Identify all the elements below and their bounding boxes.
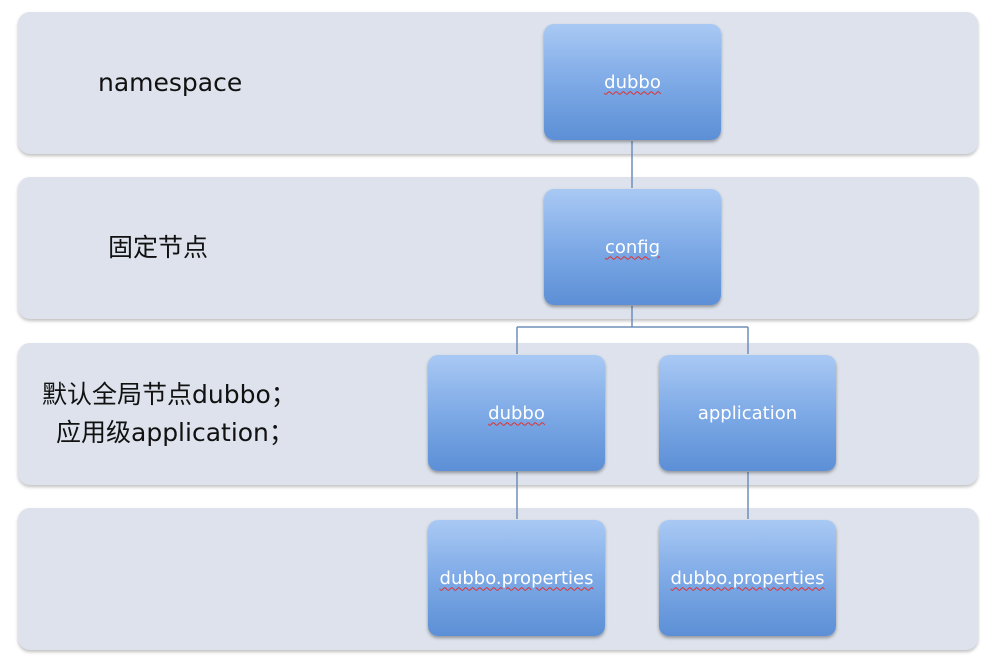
app-node-line: 应用级application； xyxy=(56,418,294,447)
dubbo-properties-global-node: dubbo.properties xyxy=(428,520,605,636)
global-app-node-label: 默认全局节点dubbo； 应用级application； xyxy=(42,376,296,452)
namespace-band xyxy=(18,12,978,154)
application-node-label: application xyxy=(697,402,798,424)
fixed-node-band xyxy=(18,177,978,319)
dubbo-global-node: dubbo xyxy=(428,355,605,471)
global-node-line: 默认全局节点dubbo； xyxy=(42,380,296,409)
dubbo-properties-app-node-label: dubbo.properties xyxy=(670,567,825,589)
dubbo-root-node-label: dubbo xyxy=(604,71,661,93)
namespace-label: namespace xyxy=(98,68,243,97)
dubbo-properties-global-node-label: dubbo.properties xyxy=(439,567,594,589)
application-node: application xyxy=(659,355,836,471)
dubbo-properties-app-node: dubbo.properties xyxy=(659,520,836,636)
fixed-node-label: 固定节点 xyxy=(108,233,209,262)
dubbo-global-node-label: dubbo xyxy=(488,402,545,424)
config-node: config xyxy=(544,189,721,305)
dubbo-root-node: dubbo xyxy=(544,24,721,140)
config-node-label: config xyxy=(604,236,661,258)
